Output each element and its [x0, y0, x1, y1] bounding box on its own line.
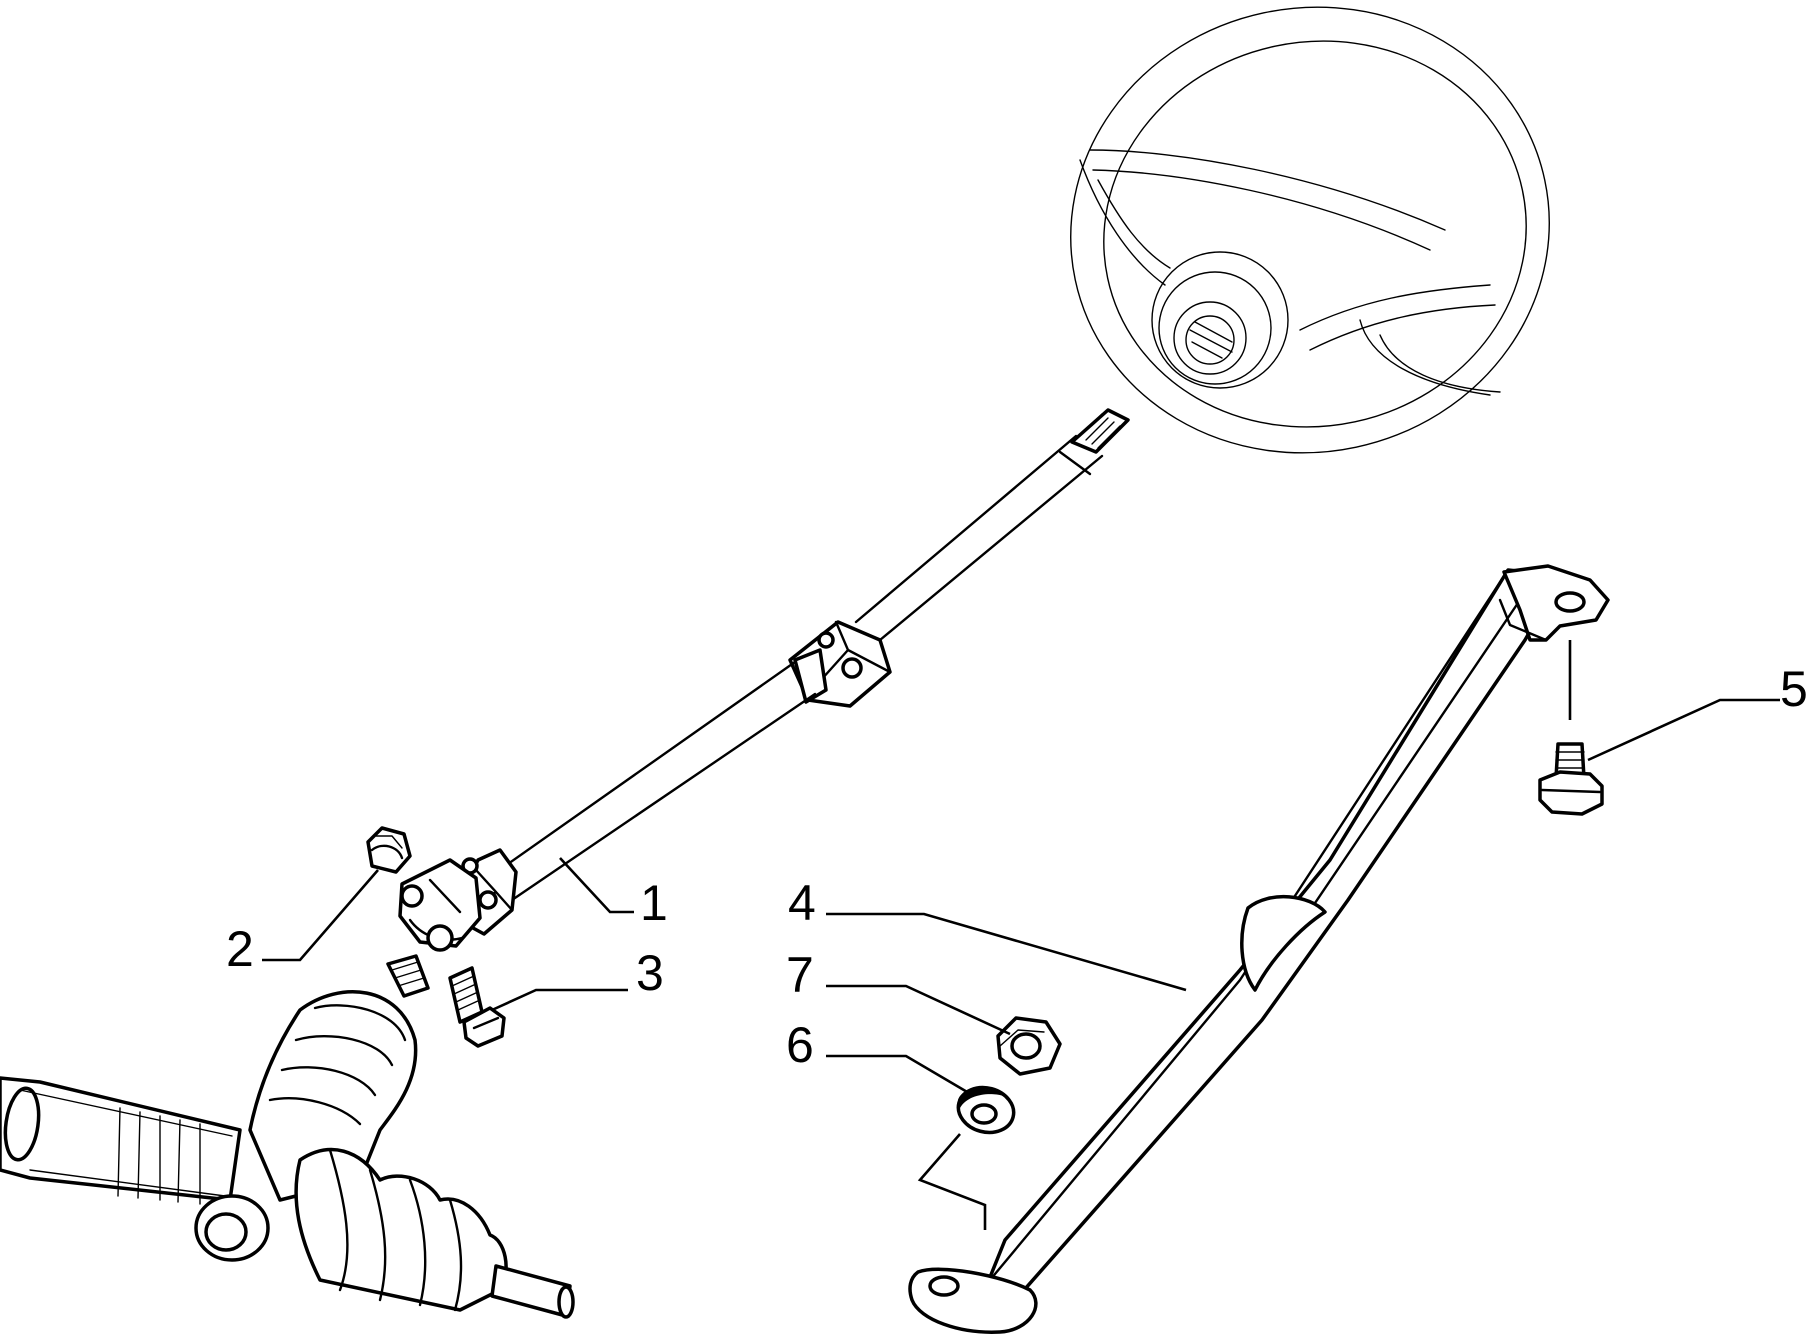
callout-5: 5	[1780, 661, 1807, 717]
leader-3	[491, 988, 628, 1012]
callout-1: 1	[640, 875, 668, 931]
leader-5	[1587, 698, 1780, 762]
bracket-bolt	[1538, 640, 1604, 816]
washer	[917, 1085, 1016, 1230]
bolt	[448, 966, 506, 1048]
callout-7: 7	[786, 947, 814, 1003]
steering-column-shaft	[398, 408, 1130, 952]
callout-4: 4	[788, 875, 816, 931]
callout-3: 3	[636, 945, 664, 1001]
steering-rack	[0, 954, 575, 1319]
leader-1	[559, 857, 634, 914]
support-bracket	[908, 564, 1610, 1334]
steering-wheel	[1070, 6, 1550, 454]
callout-2: 2	[226, 921, 254, 977]
nut	[366, 826, 412, 874]
callout-labels: 1 2 3 4 5 6 7	[226, 661, 1807, 1073]
leader-2	[262, 869, 379, 962]
leader-7	[826, 984, 1011, 1036]
leader-lines	[262, 698, 1780, 1098]
leader-4	[826, 912, 1187, 992]
callout-6: 6	[786, 1017, 814, 1073]
leader-6	[826, 1054, 975, 1098]
lock-nut	[996, 1016, 1062, 1076]
